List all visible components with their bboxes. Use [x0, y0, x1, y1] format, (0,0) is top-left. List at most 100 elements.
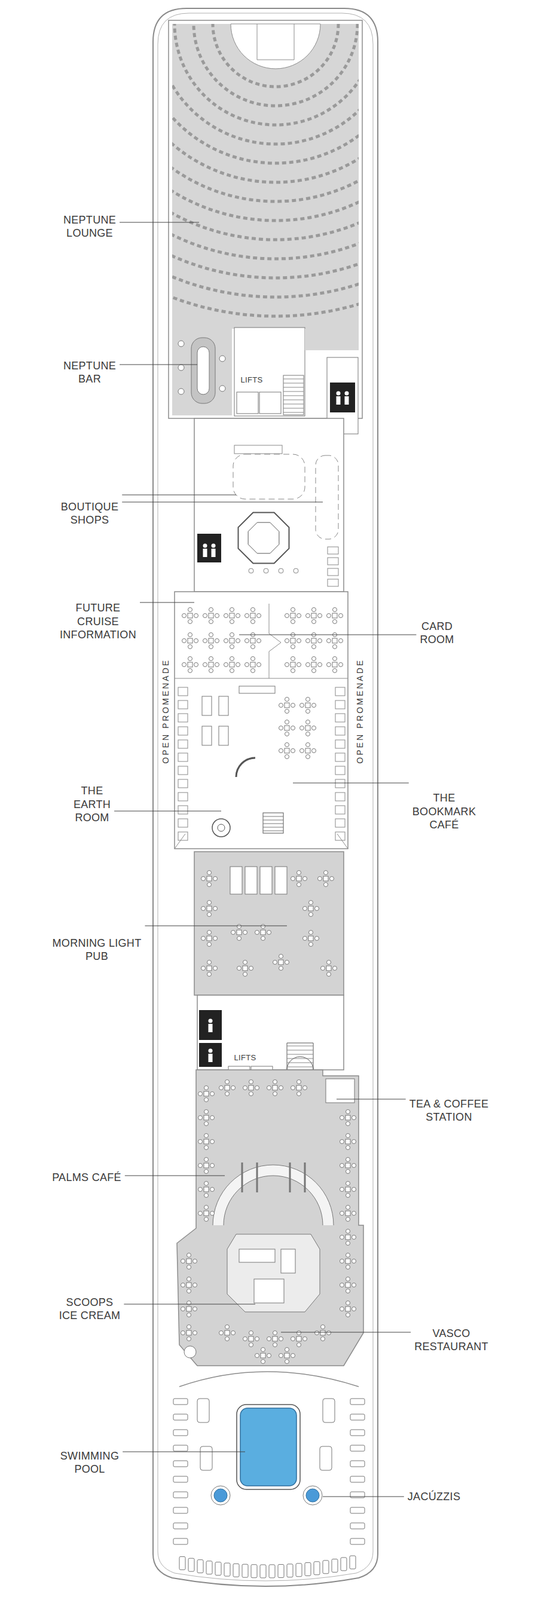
seat-row — [172, 23, 359, 221]
booth — [245, 866, 258, 895]
chair — [285, 960, 290, 965]
table — [345, 1211, 351, 1216]
chair — [251, 607, 256, 613]
lounger — [322, 1398, 335, 1423]
seat-row — [212, 23, 339, 87]
chair — [198, 1187, 203, 1192]
chair — [346, 1277, 351, 1282]
chair — [236, 613, 241, 619]
chair — [213, 876, 218, 882]
lounger — [319, 1446, 332, 1471]
chair — [204, 1133, 209, 1139]
chair — [340, 1307, 345, 1312]
lounge-floor — [304, 328, 359, 351]
chair — [207, 900, 212, 906]
table — [308, 906, 314, 912]
chair — [203, 639, 208, 644]
desk — [202, 726, 212, 746]
stair-step — [286, 1058, 314, 1060]
chair — [291, 619, 296, 625]
jacuzzi-rim — [211, 1486, 231, 1506]
chair — [209, 656, 214, 662]
chair — [346, 1253, 351, 1258]
stair-step — [283, 387, 304, 388]
chair — [201, 876, 206, 882]
chair — [297, 1343, 302, 1348]
promenade-label: OPEN PROMENADE — [160, 658, 172, 764]
chair — [352, 1235, 357, 1240]
leader-line — [123, 1303, 256, 1305]
chair — [230, 668, 235, 674]
chair — [225, 1337, 230, 1342]
chair — [198, 1211, 203, 1216]
table — [206, 906, 212, 912]
lounger — [200, 1446, 213, 1471]
chair — [332, 607, 338, 613]
table — [284, 725, 290, 731]
display-case — [327, 579, 339, 587]
stairs — [283, 375, 304, 415]
chair — [187, 1337, 192, 1342]
chair — [224, 639, 229, 644]
chair — [352, 1211, 357, 1216]
chair — [230, 633, 235, 638]
bar-inner — [197, 346, 210, 395]
jacuzzi — [214, 1489, 228, 1503]
stair-step — [283, 378, 304, 380]
servery — [227, 1234, 320, 1313]
chair — [352, 1116, 357, 1121]
lounger — [173, 1445, 188, 1452]
table — [224, 1330, 230, 1336]
lounger — [206, 1561, 213, 1575]
booth — [274, 866, 287, 895]
chair — [213, 906, 218, 912]
area-label: NEPTUNE LOUNGE — [50, 213, 129, 241]
shop-shelf — [234, 445, 283, 454]
table — [186, 1330, 192, 1336]
table — [296, 876, 302, 882]
table — [345, 1115, 351, 1121]
person-icon — [344, 396, 350, 405]
chair — [243, 1086, 248, 1091]
bookshelf — [335, 687, 345, 696]
table — [345, 1187, 351, 1192]
chair — [285, 613, 290, 619]
chair — [332, 966, 338, 971]
chair — [346, 1241, 351, 1246]
stage — [230, 23, 321, 69]
chair — [306, 754, 311, 760]
chair — [187, 1289, 192, 1294]
seat-row — [172, 23, 359, 278]
bookshelf — [178, 779, 188, 788]
seat-row — [174, 23, 359, 125]
table — [203, 1187, 209, 1192]
staircase-core — [248, 522, 280, 554]
chair — [210, 1092, 215, 1097]
chair — [207, 972, 212, 977]
chair — [230, 656, 235, 662]
area-label: BOUTIQUE SHOPS — [53, 500, 126, 528]
chair — [332, 645, 338, 650]
chair — [194, 613, 199, 619]
table — [186, 1282, 192, 1288]
chair — [181, 1259, 186, 1264]
chair — [291, 607, 296, 613]
person-icon — [203, 543, 208, 549]
table — [250, 638, 256, 644]
chair — [243, 972, 248, 977]
chair — [291, 726, 296, 731]
chair — [352, 1259, 357, 1264]
chair — [300, 726, 305, 731]
chair — [285, 697, 290, 702]
table — [229, 662, 235, 668]
table — [236, 930, 242, 935]
chair — [352, 1283, 357, 1288]
counter-divider — [242, 1162, 305, 1193]
person-icon — [208, 1023, 213, 1033]
chair — [182, 613, 187, 619]
chair — [182, 639, 187, 644]
chair — [209, 607, 214, 613]
chair — [346, 1122, 351, 1127]
chair — [309, 942, 314, 947]
lounger — [304, 1562, 311, 1576]
